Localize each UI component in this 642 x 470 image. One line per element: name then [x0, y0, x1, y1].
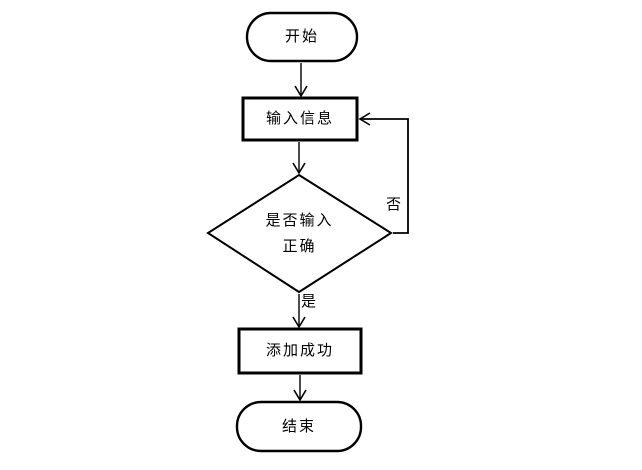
decision-node-shape [206, 173, 393, 294]
success-node-shape [237, 327, 363, 375]
success-node-label: 添加成功 [265, 343, 334, 359]
decision-node-label: 是否输入 正确 [265, 212, 334, 255]
input-node-shape [241, 96, 359, 142]
input-node-label: 输入信息 [265, 111, 334, 127]
edge-label-no: 否 [386, 197, 402, 213]
end-node-label: 结束 [281, 418, 316, 435]
edge-decision-no-loop [358, 112, 409, 234]
start-node-label: 开始 [284, 29, 319, 45]
end-node-shape [235, 400, 363, 453]
start-node-shape [245, 11, 359, 63]
edge-label-yes: 是 [301, 294, 317, 310]
